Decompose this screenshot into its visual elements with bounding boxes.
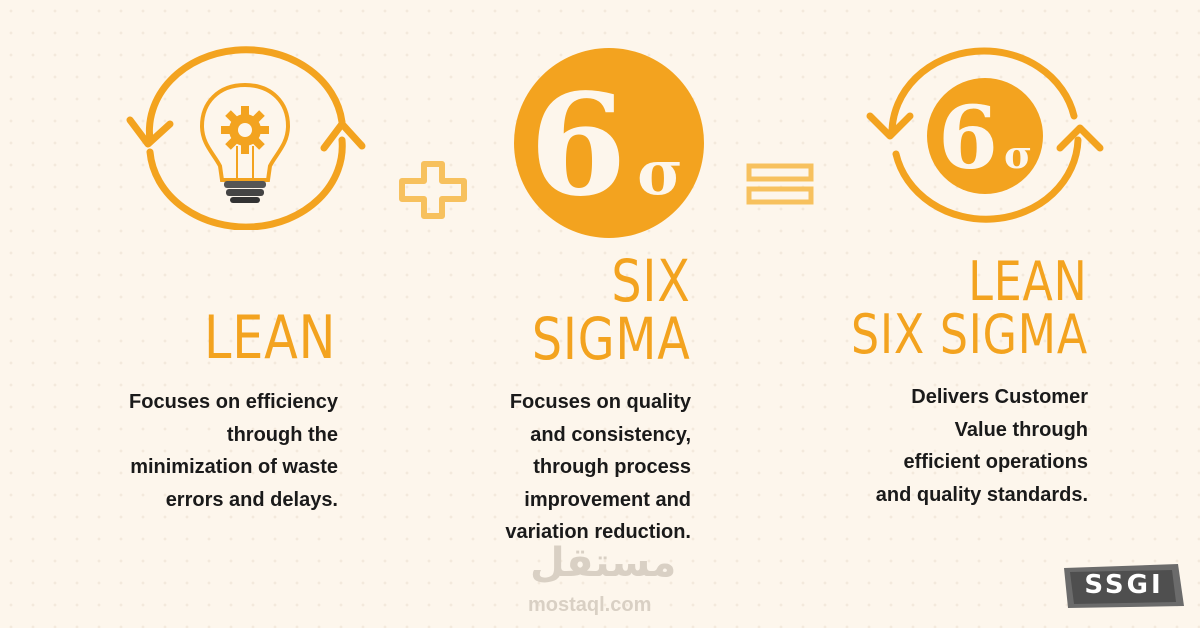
lean-description-line: through the <box>226 423 338 446</box>
lean-six-sigma-description: Delivers Customer Value through efficien… <box>788 381 1088 511</box>
sigma-symbol: σ <box>637 136 683 209</box>
six-sigma-cycle-icon: 6 σ <box>866 47 1104 223</box>
six-sigma-title-line1: SIX <box>611 247 691 315</box>
lean-description-line: Focuses on efficiency <box>129 391 338 413</box>
ssgi-logo-text: SSGI <box>1084 570 1164 600</box>
lean-six-sigma-description-line: Delivers Customer <box>911 386 1088 408</box>
six-sigma-description-line: and consistency, <box>530 423 691 446</box>
lean-six-sigma-title-line2: SIX SIGMA <box>851 303 1088 366</box>
six-sigma-description-line: through process <box>533 456 691 478</box>
lean-six-sigma-description-line: efficient operations <box>903 451 1088 473</box>
lean-cycle-icon <box>126 46 366 230</box>
lightbulb-gear-icon <box>199 82 291 203</box>
ssgi-logo: SSGI <box>1060 562 1188 610</box>
sigma-symbol-small: σ <box>1004 132 1032 177</box>
six-sigma-description: Focuses on quality and consistency, thro… <box>391 386 691 549</box>
six-sigma-description-line: improvement and <box>524 488 691 511</box>
watermark-site: mostaql.com <box>528 594 652 616</box>
lean-six-sigma-title-line1: LEAN <box>968 250 1088 313</box>
six-sigma-circle-icon: 6 σ <box>514 48 704 238</box>
lean-description-line: minimization of waste <box>130 456 338 478</box>
watermark-arabic: مستقل <box>530 540 677 586</box>
six-digit-small: 6 <box>938 88 998 189</box>
plus-icon <box>399 161 467 219</box>
six-sigma-description-line: variation reduction. <box>505 521 691 543</box>
equals-icon <box>746 163 814 205</box>
lean-six-sigma-description-line: and quality standards. <box>875 483 1088 506</box>
lean-title: LEAN <box>203 303 336 373</box>
lean-six-sigma-description-line: Value through <box>954 418 1088 441</box>
lean-description-line: errors and delays. <box>165 488 338 511</box>
six-sigma-description-line: Focuses on quality <box>509 391 691 413</box>
six-digit: 6 <box>529 64 626 228</box>
lean-description: Focuses on efficiency through the minimi… <box>38 386 338 516</box>
six-sigma-title-line2: SIGMA <box>532 305 691 373</box>
